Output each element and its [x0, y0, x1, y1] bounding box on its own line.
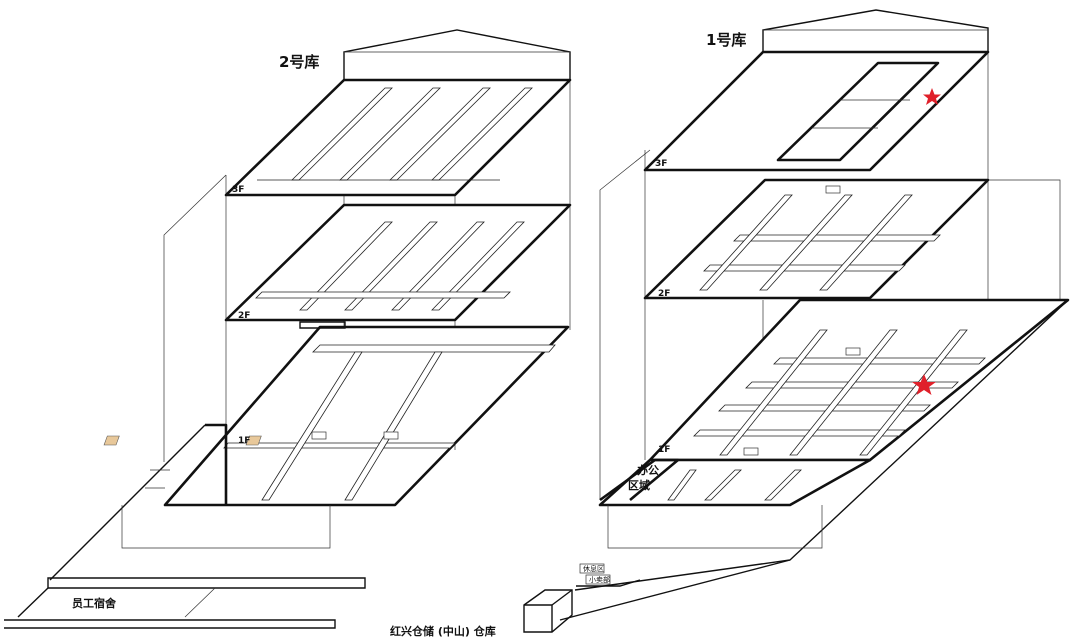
dormitory-label: 员工宿舍	[72, 596, 117, 610]
warehouse-2-title: 2号库	[279, 53, 319, 71]
w2-label-1f: 1F	[238, 436, 250, 446]
rest-shop-area: 休息区 小卖部	[576, 563, 641, 587]
w2-label-3f: 3F	[232, 185, 244, 195]
stair-marker-icon	[743, 447, 759, 456]
marker-icon	[103, 435, 120, 446]
dormitory-block: 员工宿舍	[4, 577, 366, 629]
stair-marker-icon	[825, 185, 841, 194]
stair-marker-icon	[845, 347, 861, 356]
star-icon	[912, 374, 936, 395]
stair-marker-icon	[311, 431, 327, 440]
warehouse-1-title: 1号库	[706, 31, 746, 49]
w1-label-2f: 2F	[658, 289, 670, 299]
w1-floor-1f: 1F	[648, 298, 1070, 462]
stair-marker-icon	[383, 431, 399, 440]
shop-label: 小卖部	[589, 575, 610, 584]
office-label-1: 办公	[637, 463, 659, 477]
marker-icon	[245, 435, 262, 446]
w1-label-1f: 1F	[658, 445, 670, 455]
rest-area-label: 休息区	[583, 564, 604, 573]
w2-floor-1f: 1F	[103, 321, 570, 507]
w1-label-3f: 3F	[655, 159, 667, 169]
w2-floor-3f: 3F	[224, 78, 572, 197]
w1-floor-2f: 2F	[643, 178, 990, 300]
w1-floor-3f: 3F	[643, 50, 990, 172]
w2-label-2f: 2F	[238, 311, 250, 321]
diagram-caption: 红兴仓储 (中山) 仓库	[390, 624, 496, 638]
warehouse-2: 3F 2F	[4, 29, 572, 629]
star-icon	[923, 88, 941, 105]
office-label-2: 区域	[628, 478, 650, 492]
warehouse-1: 3F 2F	[523, 9, 1070, 633]
office-area: 办公 区域	[599, 458, 680, 502]
w2-floor-2f: 2F	[224, 203, 572, 322]
